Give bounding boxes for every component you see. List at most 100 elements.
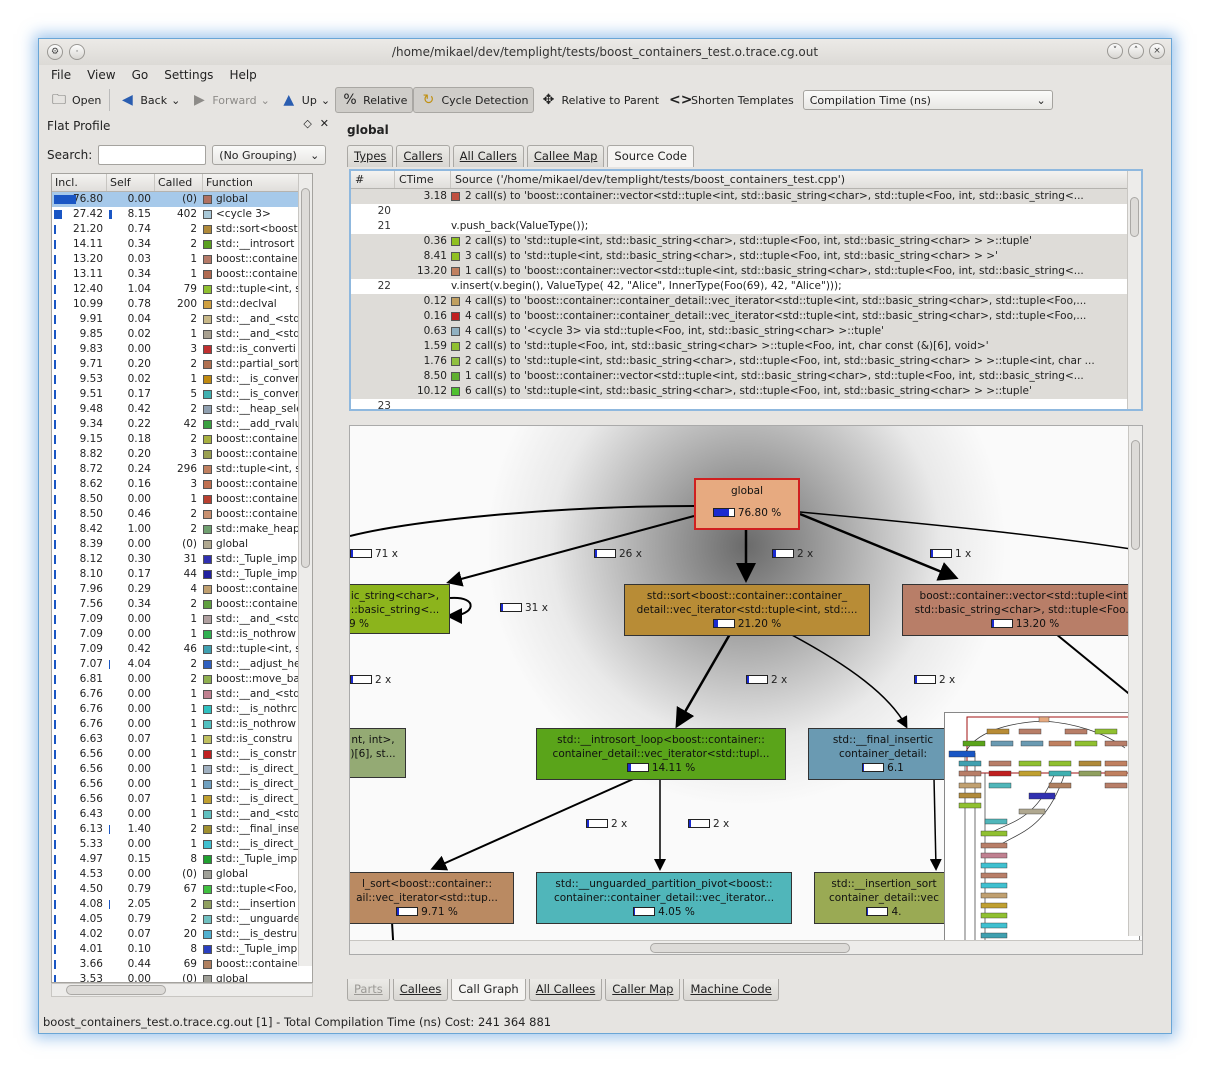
- node-introsort-loop[interactable]: std::__introsort_loop<boost::container::…: [536, 728, 786, 780]
- list-hscrollbar[interactable]: [51, 983, 313, 997]
- node-basic-string[interactable]: ic_string<char>,::basic_string<...9 %: [350, 584, 450, 634]
- chevron-down-icon[interactable]: ⌄: [171, 93, 181, 107]
- tab-callee-map[interactable]: Callee Map: [526, 145, 605, 167]
- col-source[interactable]: Source ('/home/mikael/dev/templight/test…: [451, 171, 1141, 188]
- float-icon[interactable]: ◇: [303, 117, 312, 130]
- tab-source-code[interactable]: Source Code: [607, 145, 694, 167]
- tab-call-graph[interactable]: Call Graph: [451, 979, 526, 1001]
- chevron-up-icon[interactable]: ˄: [1128, 43, 1144, 59]
- tab-all-callers[interactable]: All Callers: [452, 145, 524, 167]
- back-button[interactable]: ◀Back⌄: [113, 87, 185, 113]
- scroll-thumb[interactable]: [1131, 440, 1140, 550]
- pin-icon[interactable]: ·: [69, 44, 85, 60]
- relative-to-parent-button[interactable]: ✥Relative to Parent: [534, 87, 664, 113]
- graph-minimap[interactable]: [944, 712, 1140, 954]
- relative-toggle[interactable]: %Relative: [335, 87, 414, 113]
- source-line[interactable]: 23: [351, 399, 1141, 409]
- chevron-down-icon[interactable]: ⌄: [260, 93, 270, 107]
- grouping-select[interactable]: (No Grouping)⌄: [212, 145, 327, 165]
- tab-all-callees[interactable]: All Callees: [528, 979, 603, 1001]
- node-boost-vector[interactable]: boost::container::vector<std::tuple<int,…: [902, 584, 1142, 636]
- graph-hscrollbar[interactable]: [350, 940, 1142, 954]
- tab-machine-code[interactable]: Machine Code: [683, 979, 779, 1001]
- col-line[interactable]: #: [351, 171, 395, 188]
- search-input[interactable]: [98, 145, 207, 165]
- app-icon[interactable]: ⚙: [47, 44, 63, 60]
- scroll-thumb[interactable]: [301, 188, 310, 568]
- menu-settings[interactable]: Settings: [164, 68, 214, 82]
- node-std-sort[interactable]: std::sort<boost::container::container_de…: [624, 584, 870, 636]
- node-unguarded-partition[interactable]: std::__unguarded_partition_pivot<boost::…: [536, 872, 792, 924]
- col-incl[interactable]: Incl.: [52, 174, 107, 191]
- open-button[interactable]: 🗀Open: [52, 92, 102, 108]
- col-function[interactable]: Function: [203, 174, 312, 191]
- col-ctime[interactable]: CTime: [395, 171, 451, 188]
- source-line[interactable]: 20: [351, 204, 1141, 219]
- hscroll-thumb[interactable]: [650, 943, 850, 953]
- hscroll-thumb[interactable]: [66, 985, 166, 995]
- scroll-thumb[interactable]: [1130, 197, 1139, 237]
- col-self[interactable]: Self: [107, 174, 155, 191]
- menu-go[interactable]: Go: [131, 68, 149, 82]
- node-partial-sort[interactable]: l_sort<boost::container::ail::vec_iterat…: [350, 872, 514, 924]
- close-icon[interactable]: ✕: [319, 117, 329, 130]
- tab-callees[interactable]: Callees: [392, 979, 449, 1001]
- close-icon[interactable]: ×: [1149, 43, 1165, 59]
- chevron-down-icon[interactable]: ⌄: [320, 93, 331, 107]
- tab-caller-map[interactable]: Caller Map: [605, 979, 681, 1001]
- cycle-detection-toggle[interactable]: ↻Cycle Detection: [413, 87, 535, 113]
- col-called[interactable]: Called: [155, 174, 203, 191]
- menu-help[interactable]: Help: [229, 68, 257, 82]
- event-type-select[interactable]: Compilation Time (ns)⌄: [802, 90, 1053, 110]
